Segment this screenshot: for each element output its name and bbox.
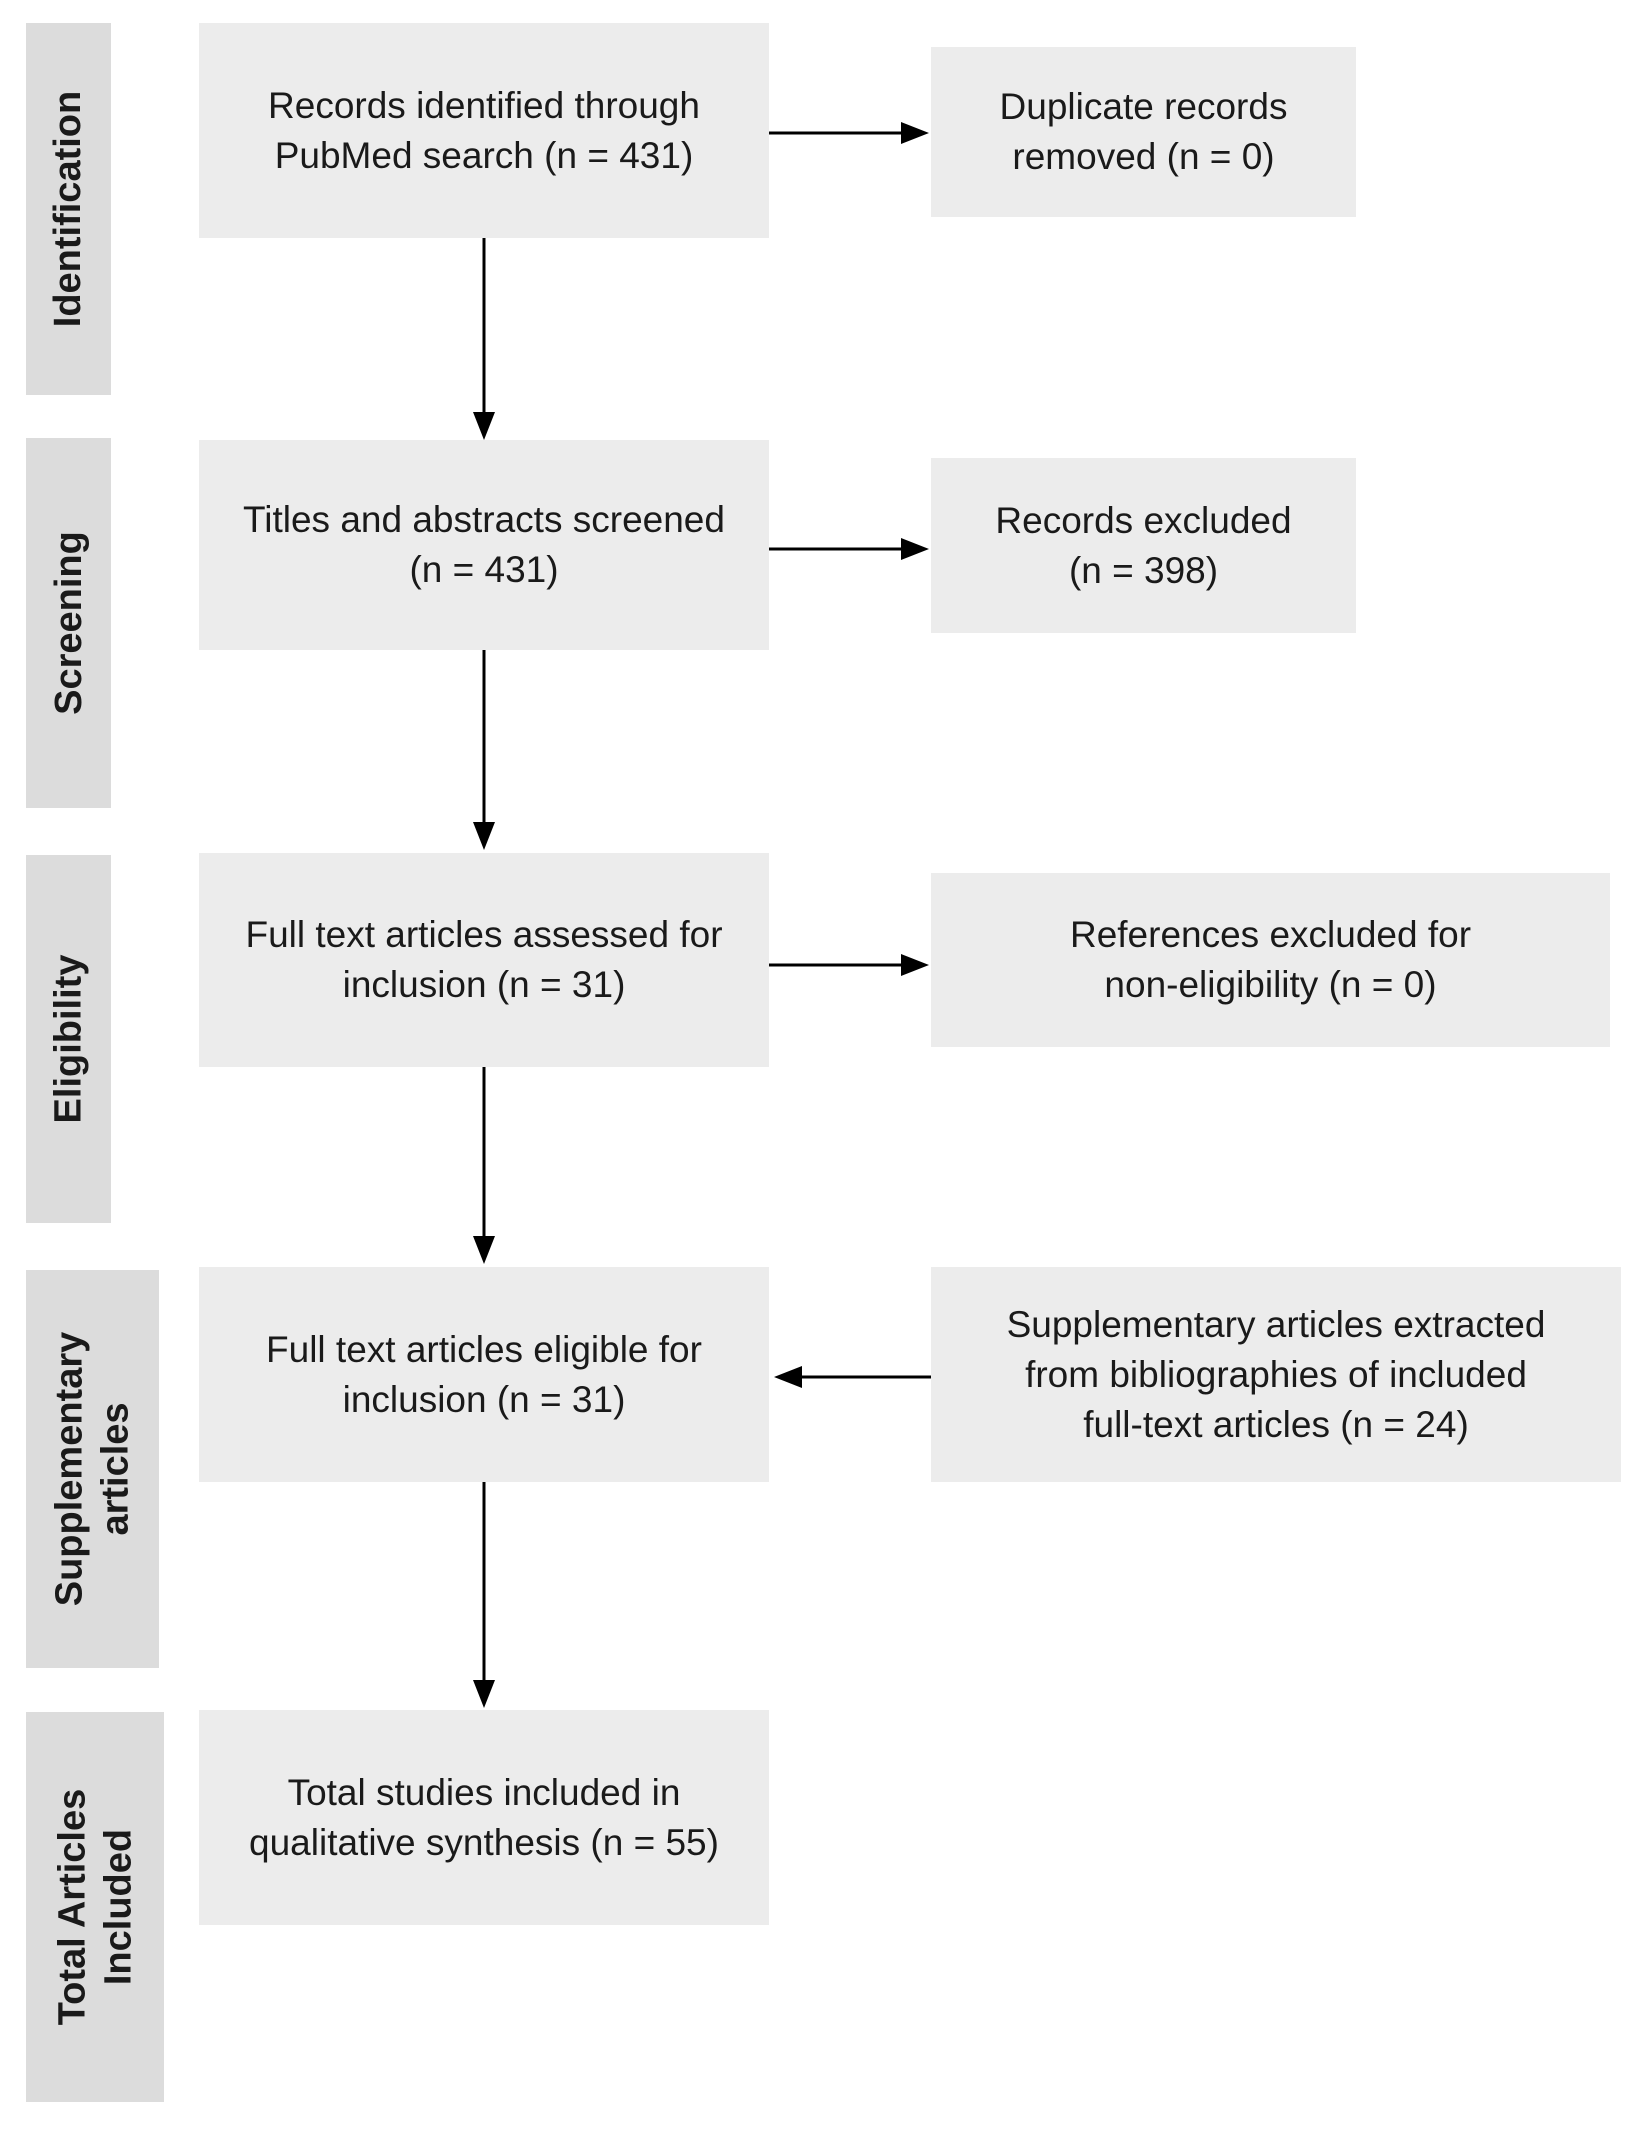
flow-box-records-identified: Records identified through PubMed search… <box>199 23 769 238</box>
flow-box-full-text-assessed: Full text articles assessed for inclusio… <box>199 853 769 1067</box>
stage-identification: Identification <box>26 23 111 395</box>
flow-box-text: PubMed search (n = 431) <box>274 134 694 176</box>
side-box-text: Records excluded <box>995 499 1292 541</box>
side-box-references-excluded: References excluded for non-eligibility … <box>931 873 1610 1047</box>
flow-box-text: qualitative synthesis (n = 55) <box>249 1821 719 1863</box>
side-box-text: Duplicate records <box>999 86 1288 127</box>
side-box-text: Supplementary articles extracted <box>1006 1303 1546 1345</box>
side-box-text: from bibliographies of included <box>1025 1353 1527 1395</box>
stage-label-eligibility: Eligibility <box>47 954 90 1124</box>
flow-box-total-studies-included: Total studies included in qualitative sy… <box>199 1710 769 1925</box>
side-box-records-excluded: Records excluded (n = 398) <box>931 458 1356 633</box>
stage-label-identification: Identification <box>47 90 90 328</box>
arrow-right-records-excluded <box>769 538 929 560</box>
side-box-supplementary-extracted: Supplementary articles extracted from bi… <box>931 1267 1621 1482</box>
side-box-text: (n = 398) <box>1068 549 1219 591</box>
flow-box-text: Titles and abstracts screened <box>243 499 725 540</box>
flow-box-text: inclusion (n = 31) <box>342 964 626 1005</box>
flow-box-text: (n = 431) <box>409 549 559 590</box>
stage-label-supplementary-articles: Supplementary articles <box>48 1331 137 1607</box>
stage-total-articles-included: Total Articles Included <box>26 1712 164 2102</box>
flow-box-text: inclusion (n = 31) <box>342 1378 626 1420</box>
arrow-down-identification-to-screening <box>473 238 495 440</box>
arrow-right-references-excluded <box>769 954 929 976</box>
side-box-text: non-eligibility (n = 0) <box>1104 964 1437 1005</box>
stage-screening: Screening <box>26 438 111 808</box>
stage-label-total-articles-included: Total Articles Included <box>51 1788 139 2026</box>
arrow-right-duplicates-removed <box>769 122 929 144</box>
stage-eligibility: Eligibility <box>26 855 111 1223</box>
arrow-down-screening-to-eligibility <box>473 650 495 850</box>
flow-box-text: Total studies included in <box>287 1771 681 1813</box>
side-box-duplicates-removed: Duplicate records removed (n = 0) <box>931 47 1356 217</box>
flow-box-full-text-eligible: Full text articles eligible for inclusio… <box>199 1267 769 1482</box>
side-box-text: References excluded for <box>1069 914 1472 955</box>
flow-box-text: Full text articles assessed for <box>245 914 723 955</box>
side-box-text: removed (n = 0) <box>1012 136 1275 177</box>
arrow-down-eligibility-to-supplementary <box>473 1067 495 1264</box>
arrow-left-supplementary-extracted <box>774 1366 931 1388</box>
side-box-text: full-text articles (n = 24) <box>1083 1403 1469 1445</box>
stage-supplementary-articles: Supplementary articles <box>26 1270 159 1668</box>
flow-box-text: Full text articles eligible for <box>266 1328 702 1370</box>
flow-box-text: Records identified through <box>268 84 700 126</box>
arrow-down-supplementary-to-total <box>473 1482 495 1708</box>
stage-label-screening: Screening <box>47 531 90 715</box>
flow-box-titles-abstracts-screened: Titles and abstracts screened (n = 431) <box>199 440 769 650</box>
